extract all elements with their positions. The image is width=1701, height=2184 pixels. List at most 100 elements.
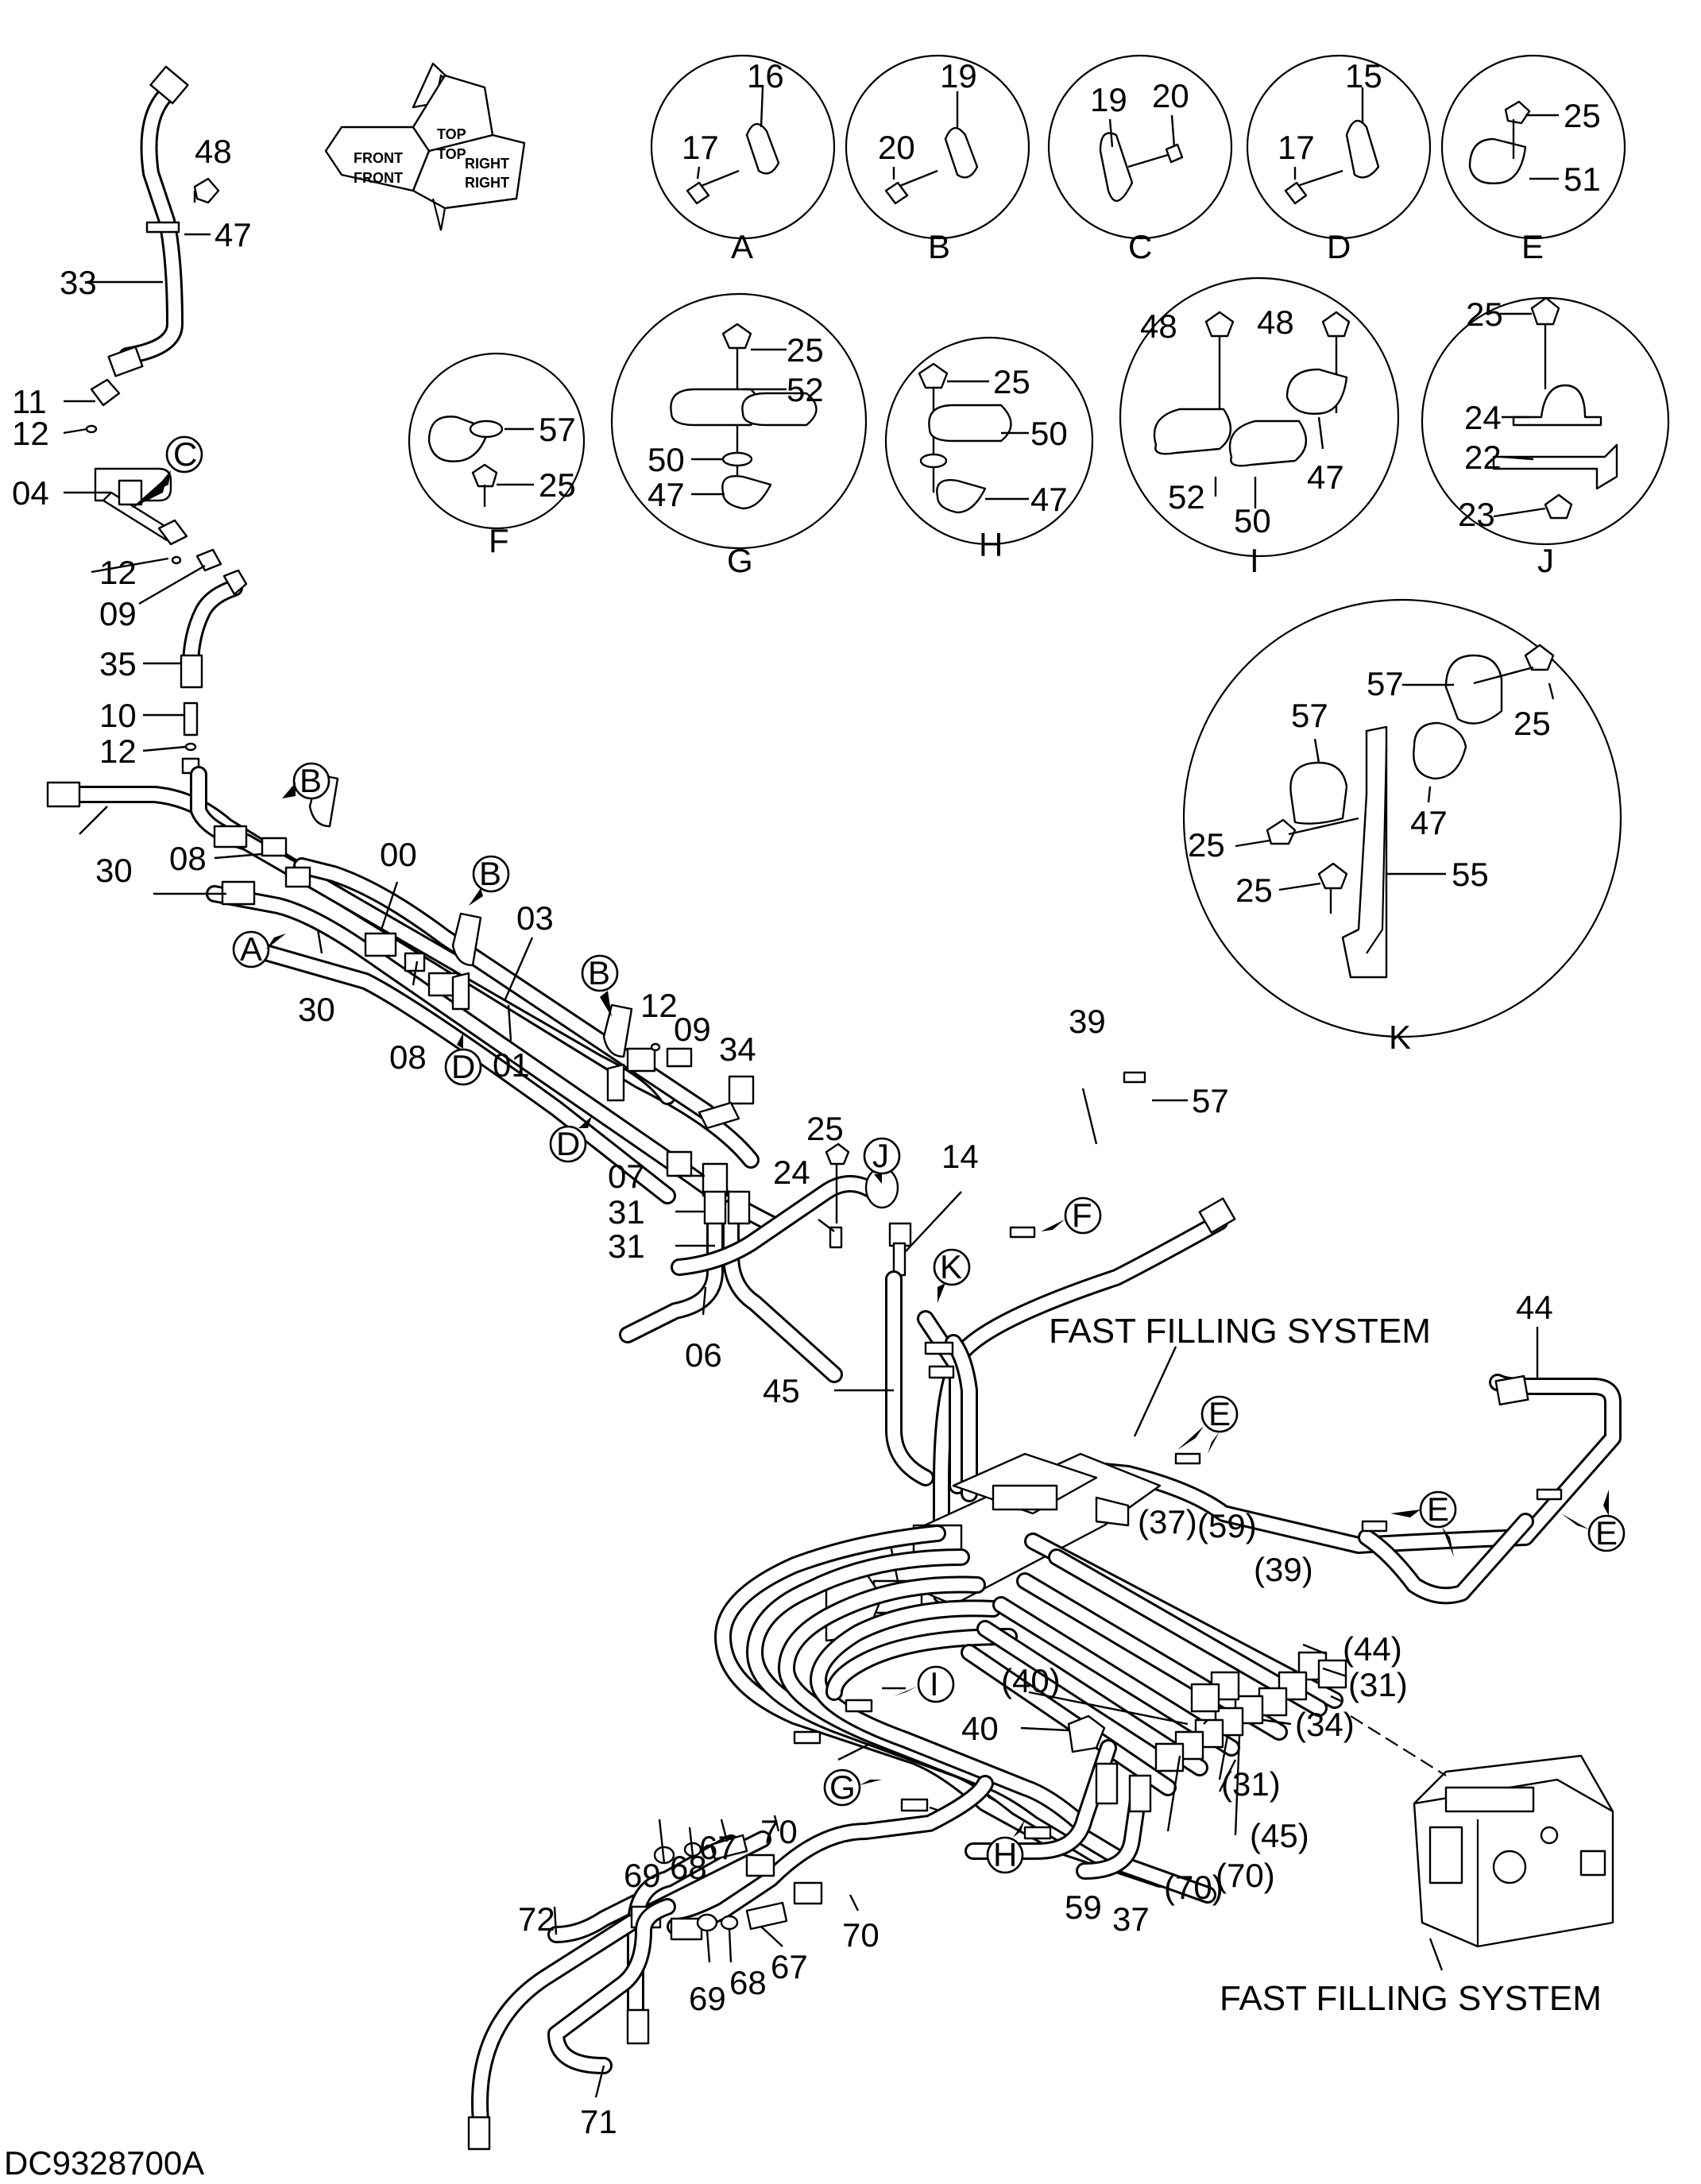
detail-g-label-52: 52 [787, 371, 824, 408]
part-label-57: 57 [1192, 1082, 1229, 1119]
part-label-31b: 31 [608, 1227, 645, 1265]
detail-k-label-25a: 25 [1514, 705, 1551, 742]
detail-b-label-20: 20 [878, 129, 915, 166]
orientation-right-text: RIGHT [465, 175, 509, 191]
bundle-label-70b: (70) [1164, 1869, 1224, 1906]
part-label-00: 00 [380, 836, 417, 873]
part-number-labels: 48 47 33 11 12 04 12 09 35 10 12 30 08 0… [12, 133, 1553, 2140]
bundle-label-44: (44) [1343, 1630, 1402, 1668]
detail-c-letter: C [1128, 228, 1152, 265]
part-label-39: 39 [1069, 1003, 1106, 1040]
detail-f-label-57: 57 [539, 411, 576, 448]
detail-k-label-57a: 57 [1367, 665, 1404, 702]
callout-j: J [872, 1137, 889, 1174]
bundle-label-59: (59) [1197, 1507, 1257, 1544]
right-upper-hoses [834, 1071, 1236, 1604]
part-label-69a: 69 [624, 1857, 661, 1894]
callout-f: F [1072, 1196, 1092, 1234]
detail-view-j: 25 24 22 23 J [1421, 296, 1670, 579]
callout-c: C [173, 435, 197, 473]
callout-bubbles: C B A B D B D J K F E E E I G H [131, 435, 1626, 1874]
part-label-35: 35 [99, 645, 137, 682]
detail-i-label-47: 47 [1307, 458, 1344, 496]
part-label-25: 25 [806, 1110, 844, 1147]
part-label-67b: 67 [771, 1948, 808, 1985]
part-label-70b: 70 [842, 1916, 879, 1954]
detail-d-label-17: 17 [1278, 129, 1315, 166]
part-label-59: 59 [1065, 1888, 1102, 1926]
detail-j-label-25: 25 [1466, 296, 1503, 333]
part-label-68a: 68 [670, 1849, 707, 1886]
orientation-top-text: TOP [437, 146, 466, 162]
detail-e-label-25: 25 [1564, 97, 1601, 134]
callout-b-1: B [300, 762, 322, 799]
detail-h-label-25: 25 [993, 363, 1030, 400]
bundle-label-40: (40) [1001, 1662, 1061, 1699]
detail-view-e: 25 51 E [1440, 54, 1626, 265]
part-label-72: 72 [518, 1900, 555, 1938]
detail-g-label-50: 50 [648, 441, 685, 478]
part-label-12b: 12 [99, 554, 137, 591]
callout-e-2: E [1427, 1490, 1449, 1528]
part-label-01: 01 [493, 1046, 530, 1084]
detail-k-label-57b: 57 [1291, 697, 1328, 734]
detail-j-letter: J [1537, 542, 1554, 579]
orientation-top-mirrored-text: TOP [437, 126, 466, 142]
detail-h-letter: H [979, 526, 1003, 563]
detail-view-k: 57 25 57 25 47 25 55 K [1182, 598, 1622, 1056]
part-label-09a: 09 [99, 595, 137, 632]
orientation-front-text: FRONT [354, 170, 403, 186]
detail-j-label-24: 24 [1464, 399, 1502, 436]
part-label-04: 04 [12, 474, 49, 512]
bundle-label-45: (45) [1250, 1817, 1309, 1854]
detail-d-letter: D [1327, 228, 1351, 265]
detail-g-label-47: 47 [648, 476, 685, 513]
bundle-label-31b: (31) [1221, 1765, 1281, 1803]
part-label-71: 71 [580, 2103, 617, 2140]
part-label-40: 40 [961, 1710, 999, 1747]
callout-g: G [829, 1768, 856, 1806]
part-label-12a: 12 [12, 415, 49, 452]
detail-f-label-25: 25 [539, 466, 576, 504]
callout-i: I [930, 1665, 939, 1703]
part-label-34: 34 [719, 1030, 756, 1068]
part-label-44: 44 [1516, 1289, 1553, 1326]
orientation-indicator: FRONT FRONT TOP TOP RIGHT RIGHT [324, 62, 526, 231]
callout-a: A [240, 930, 262, 968]
detail-e-letter: E [1521, 228, 1544, 265]
detail-view-c: 19 20 C [1047, 54, 1233, 265]
part-label-24: 24 [773, 1154, 810, 1191]
callout-b-2: B [479, 855, 501, 892]
detail-k-letter: K [1389, 1019, 1411, 1056]
fast-filling-system-label-bottom: FAST FILLING SYSTEM [1220, 1979, 1602, 2018]
callout-e-1: E [1208, 1395, 1231, 1432]
orientation-right-mirrored-text: RIGHT [465, 156, 509, 172]
callout-k: K [940, 1248, 962, 1285]
part-label-70a: 70 [760, 1813, 798, 1850]
detail-f-letter: F [489, 522, 509, 559]
detail-j-label-23: 23 [1458, 496, 1495, 533]
callout-d-1: D [451, 1048, 475, 1085]
part-label-67a: 67 [699, 1829, 736, 1866]
fast-filling-system-label-top: FAST FILLING SYSTEM [1049, 1312, 1431, 1351]
detail-b-label-19: 19 [940, 57, 977, 95]
detail-k-label-25b: 25 [1188, 826, 1225, 864]
bundle-label-39: (39) [1254, 1551, 1313, 1588]
center-fittings [619, 1042, 962, 1383]
detail-g-label-25: 25 [787, 331, 824, 369]
drawing-code: DC9328700A [4, 2144, 204, 2182]
detail-d-label-15: 15 [1345, 57, 1382, 95]
part-label-12d: 12 [640, 987, 678, 1024]
part-label-06: 06 [685, 1336, 722, 1374]
detail-a-letter: A [731, 228, 753, 265]
detail-i-letter: I [1250, 542, 1259, 579]
bundle-label-37: (37) [1138, 1503, 1197, 1540]
callout-d-2: D [556, 1125, 580, 1162]
callout-h: H [993, 1836, 1017, 1873]
part-label-14: 14 [941, 1138, 979, 1175]
lower-loop-bundle [714, 1525, 1347, 1904]
detail-view-d: 15 17 D [1246, 54, 1432, 265]
part-label-31a: 31 [608, 1193, 645, 1231]
part-label-69b: 69 [689, 1980, 726, 2017]
